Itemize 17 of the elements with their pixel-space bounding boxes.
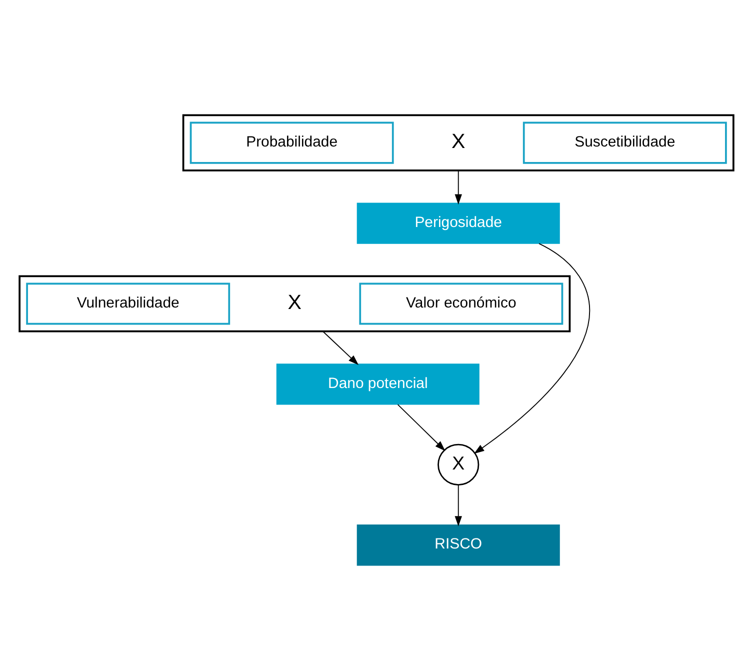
node-box: RISCO: [356, 524, 560, 566]
node-box: Perigosidade: [356, 202, 560, 244]
node-circle: X: [438, 443, 480, 485]
arrow: [397, 404, 446, 450]
node-box: Vulnerabilidade: [26, 282, 230, 324]
arrow: [474, 242, 590, 454]
node-box: Probabilidade: [190, 121, 394, 164]
node-box: Valor económico: [359, 282, 564, 324]
arrow: [322, 330, 359, 365]
cluster: [18, 274, 571, 332]
arrow: [454, 169, 462, 204]
node-text: X: [452, 130, 466, 153]
node-box: Suscetibilidade: [522, 121, 727, 164]
arrow: [454, 484, 462, 526]
cluster: [182, 114, 734, 171]
node-box: Dano potencial: [276, 363, 480, 404]
node-text: X: [288, 290, 302, 314]
